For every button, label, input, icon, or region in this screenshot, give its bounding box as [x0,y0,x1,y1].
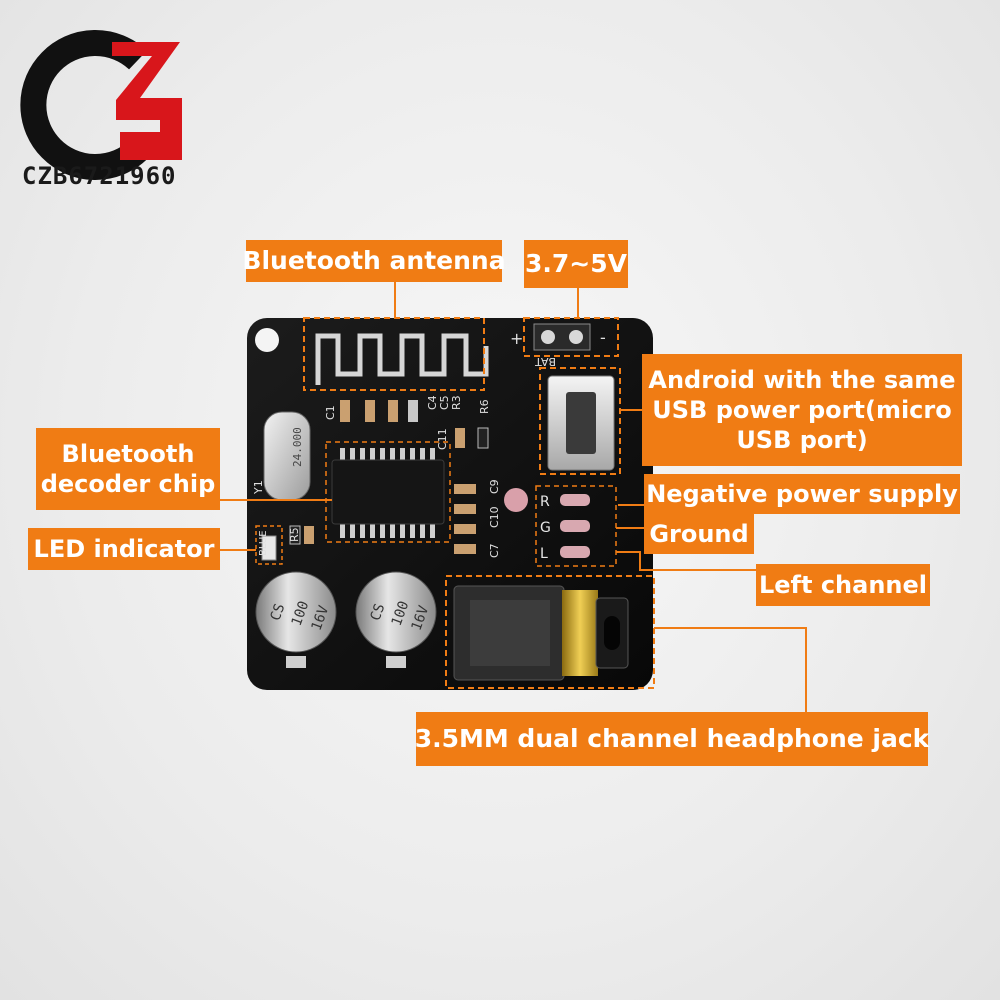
brand-logo [20,30,182,180]
silk-pad-g: G [540,520,551,536]
power-pin-outline [523,317,619,357]
silk-c9: C9 [488,479,501,494]
silk-c1: C1 [324,405,337,420]
smd-components-middle [289,484,528,554]
silk-c7: C7 [488,543,501,558]
silk-blue: BLUE [258,530,269,556]
bat-silkscreen: BAT [535,355,556,368]
headphone-jack-hole [604,616,620,650]
cap2-text-1: CS [368,602,389,623]
decoder-chip-pins [340,448,435,538]
bat-pin-plus [541,330,555,344]
pads-outline [535,485,617,567]
label-usb-port: Android with the same USB power port(mic… [642,354,962,466]
label-headphone-jack: 3.5MM dual channel headphone jack [415,712,929,766]
label-decoder-line-1: Bluetooth [61,440,195,468]
audio-output-pads [560,494,590,558]
mounting-hole [255,328,279,352]
logo-c-mark [20,30,147,180]
capacitor-right-base [386,656,406,668]
silk-c11: C11 [436,428,449,450]
led-outline [255,525,283,565]
decoder-chip [331,459,445,525]
decoder-chip-outline [325,441,451,543]
micro-usb-opening [566,392,596,454]
cap1-text-1: CS [268,602,289,623]
label-decoder-line-2: decoder chip [40,470,216,498]
silk-y1: Y1 [252,480,265,495]
label-negative-power: Negative power supply [644,474,960,514]
logo-z-mark [112,42,182,160]
usb-outline [539,367,621,475]
capacitor-right [355,571,437,653]
silk-c5: C5 [438,395,451,410]
label-usb-line-3: USB port) [736,426,868,454]
capacitor-left [255,571,337,653]
silk-r5: R5 [288,527,301,542]
headphone-jack-inset [470,600,550,666]
label-decoder-chip: Bluetooth decoder chip [36,428,220,510]
crystal-marking: 24.000 [291,427,304,467]
bat-plus-sign: + [510,329,523,348]
smd-components-top [340,400,489,449]
logo-text: CZB6721960 [22,162,177,190]
label-led-indicator: LED indicator [28,528,220,570]
jack-outline [445,575,655,689]
bat-minus-sign: - [600,328,606,347]
silk-r3: R3 [450,395,463,410]
silk-c4: C4 [426,395,439,410]
bat-pin-minus [569,330,583,344]
label-voltage: 3.7~5V [524,240,628,288]
label-bluetooth-antenna: Bluetooth antenna [242,240,506,282]
silk-r6: R6 [478,399,491,414]
silk-pad-l: L [540,546,548,562]
led [261,535,277,561]
silk-c10: C10 [488,506,501,528]
antenna-trace [315,333,489,385]
label-usb-line-2: USB power port(micro [652,396,952,424]
headphone-jack-gold [562,590,598,676]
leader-lines [220,280,807,712]
label-left-channel: Left channel [756,564,930,606]
label-usb-line-1: Android with the same [648,366,956,394]
capacitor-left-base [286,656,306,668]
label-ground: Ground [644,514,754,554]
silk-pad-r: R [540,494,550,510]
